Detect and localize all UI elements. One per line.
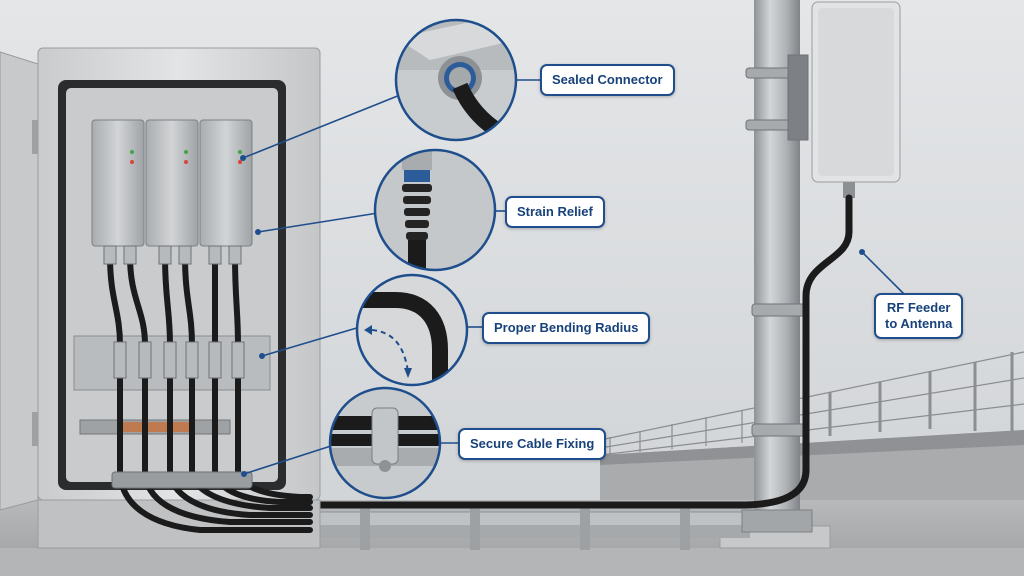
zoom-sealed-connector bbox=[394, 18, 518, 142]
leader-dots bbox=[240, 155, 865, 477]
strain-relief-label: Strain Relief bbox=[505, 196, 605, 228]
zoom-bending-radius bbox=[355, 273, 469, 387]
zoom-cable-fixing bbox=[328, 386, 442, 500]
pole-clamps bbox=[745, 54, 809, 437]
cable-tray bbox=[309, 506, 751, 550]
sealed-connector-label: Sealed Connector bbox=[540, 64, 675, 96]
antenna-unit bbox=[811, 1, 901, 198]
internal-jumper-cables bbox=[107, 253, 313, 533]
cable-fixing-label: Secure Cable Fixing bbox=[458, 428, 607, 460]
concrete-base-pad bbox=[0, 548, 1024, 576]
zoom-strain-relief bbox=[373, 148, 497, 272]
rf-feeder-cable bbox=[296, 194, 853, 509]
bending-radius-label: Proper Bending Radius bbox=[482, 312, 651, 344]
rf-feeder-label: RF Feeder to Antenna bbox=[874, 293, 964, 339]
rf-feeder-label-line2: to Antenna bbox=[885, 316, 953, 331]
ground-busbar bbox=[79, 419, 231, 435]
perimeter-fence bbox=[599, 351, 1024, 456]
connector-heads bbox=[103, 245, 245, 379]
leader-lines bbox=[242, 79, 906, 475]
rf-modules bbox=[91, 119, 253, 247]
rf-feeder-label-line1: RF Feeder bbox=[886, 300, 951, 315]
cable-gland-plate bbox=[111, 471, 253, 489]
